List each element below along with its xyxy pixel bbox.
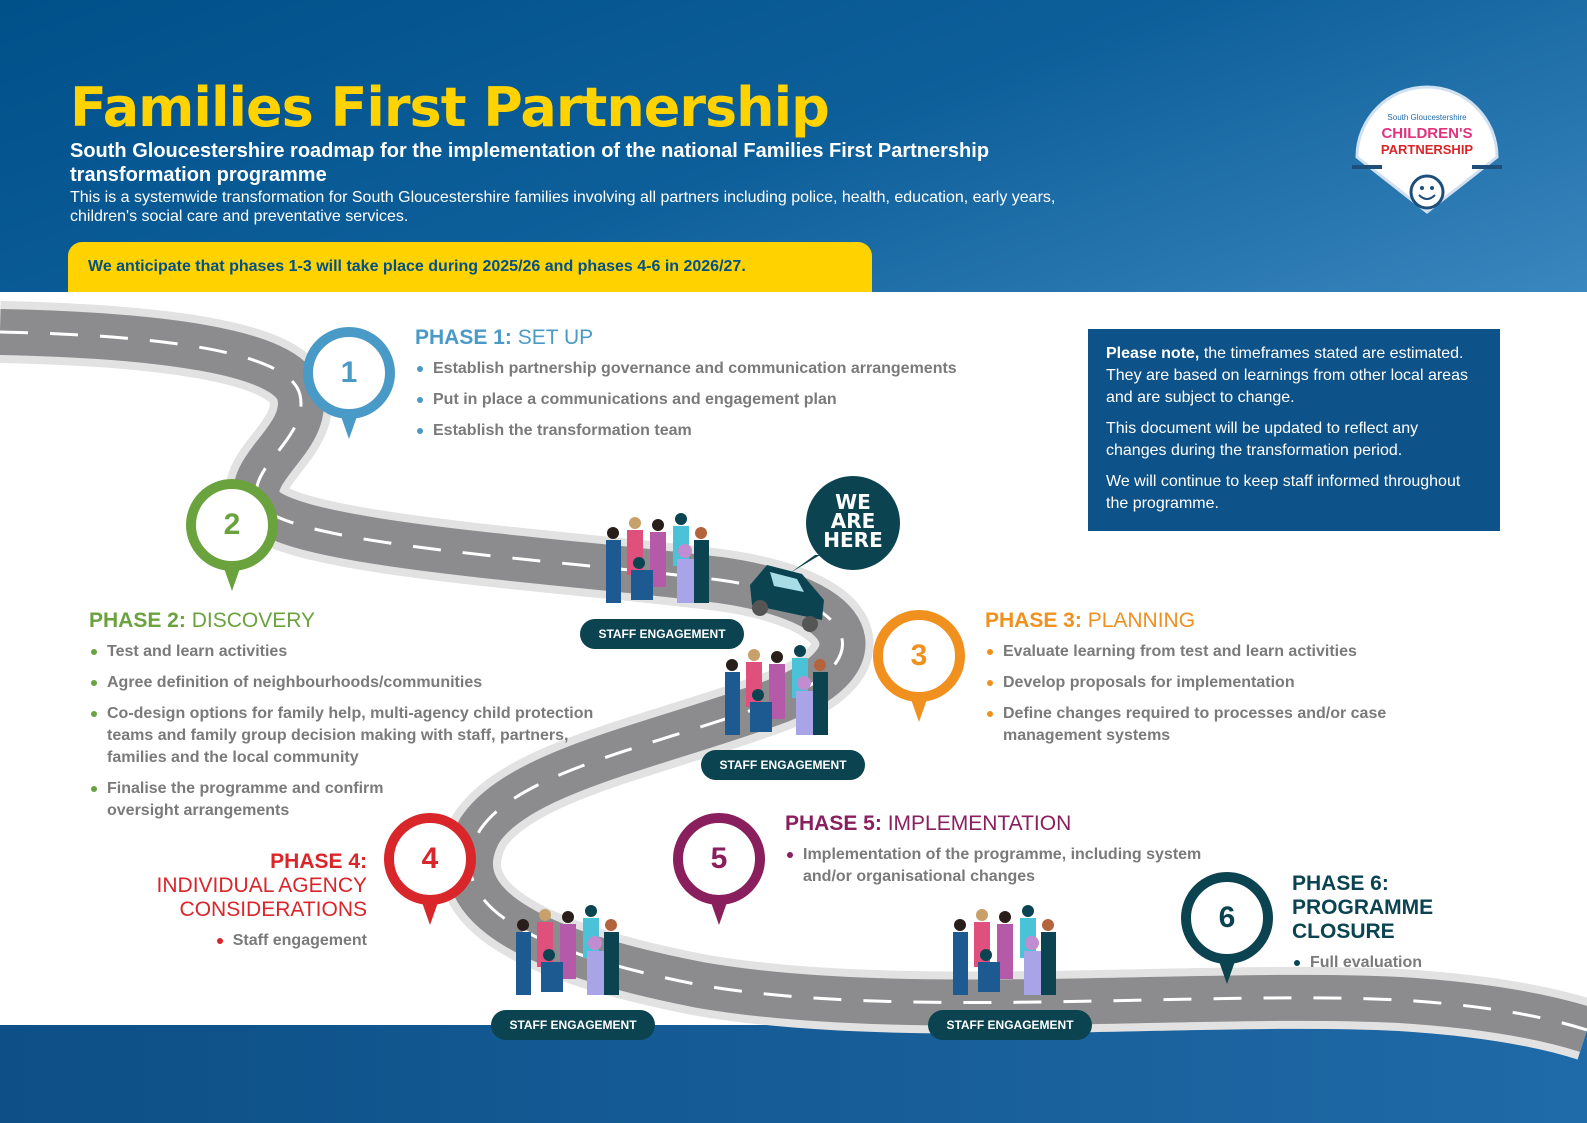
phase-1: PHASE 1: SET UP Establish partnership go… [415, 326, 1055, 451]
svg-text:CHILDREN'S: CHILDREN'S [1381, 125, 1472, 142]
description: This is a systemwide transformation for … [70, 189, 1056, 225]
phase-5-pin: 5 [673, 813, 765, 933]
phase-5: PHASE 5: IMPLEMENTATION Implementation o… [785, 812, 1205, 897]
subtitle: South Gloucestershire roadmap for the im… [70, 140, 990, 186]
phase-4-pin: 4 [384, 813, 476, 933]
staff-group-icon [516, 905, 619, 995]
footer-band [0, 1025, 1587, 1123]
svg-text:South Gloucestershire: South Gloucestershire [1387, 113, 1467, 122]
timeline-banner: We anticipate that phases 1-3 will take … [68, 242, 872, 292]
car-icon [750, 560, 824, 632]
phase-3: PHASE 3: PLANNING Evaluate learning from… [985, 609, 1455, 756]
staff-engagement-label: STAFF ENGAGEMENT [580, 619, 744, 649]
staff-engagement-label: STAFF ENGAGEMENT [701, 750, 865, 780]
note-box: Please note, the timeframes stated are e… [1088, 329, 1500, 531]
staff-group-icon [606, 513, 709, 603]
phase-3-pin: 3 [873, 610, 965, 730]
phase-1-pin: 1 [303, 327, 395, 447]
phase-6: PHASE 6:PROGRAMME CLOSURE Full evaluatio… [1292, 872, 1492, 983]
childrens-partnership-logo: South Gloucestershire CHILDREN'S PARTNER… [1352, 85, 1502, 214]
staff-engagement-label: STAFF ENGAGEMENT [491, 1010, 655, 1040]
bubble-tail [790, 555, 820, 573]
phase-2-pin: 2 [186, 479, 278, 599]
staff-engagement-label: STAFF ENGAGEMENT [928, 1010, 1092, 1040]
staff-group-icon [953, 905, 1056, 995]
phase-4: PHASE 4:INDIVIDUAL AGENCY CONSIDERATIONS… [110, 850, 367, 961]
staff-group-icon [725, 645, 828, 735]
page-title: Families First Partnership [70, 76, 830, 139]
svg-text:PARTNERSHIP: PARTNERSHIP [1381, 142, 1474, 157]
phase-6-pin: 6 [1181, 872, 1273, 992]
phase-2: PHASE 2: DISCOVERY Test and learn activi… [89, 609, 599, 831]
